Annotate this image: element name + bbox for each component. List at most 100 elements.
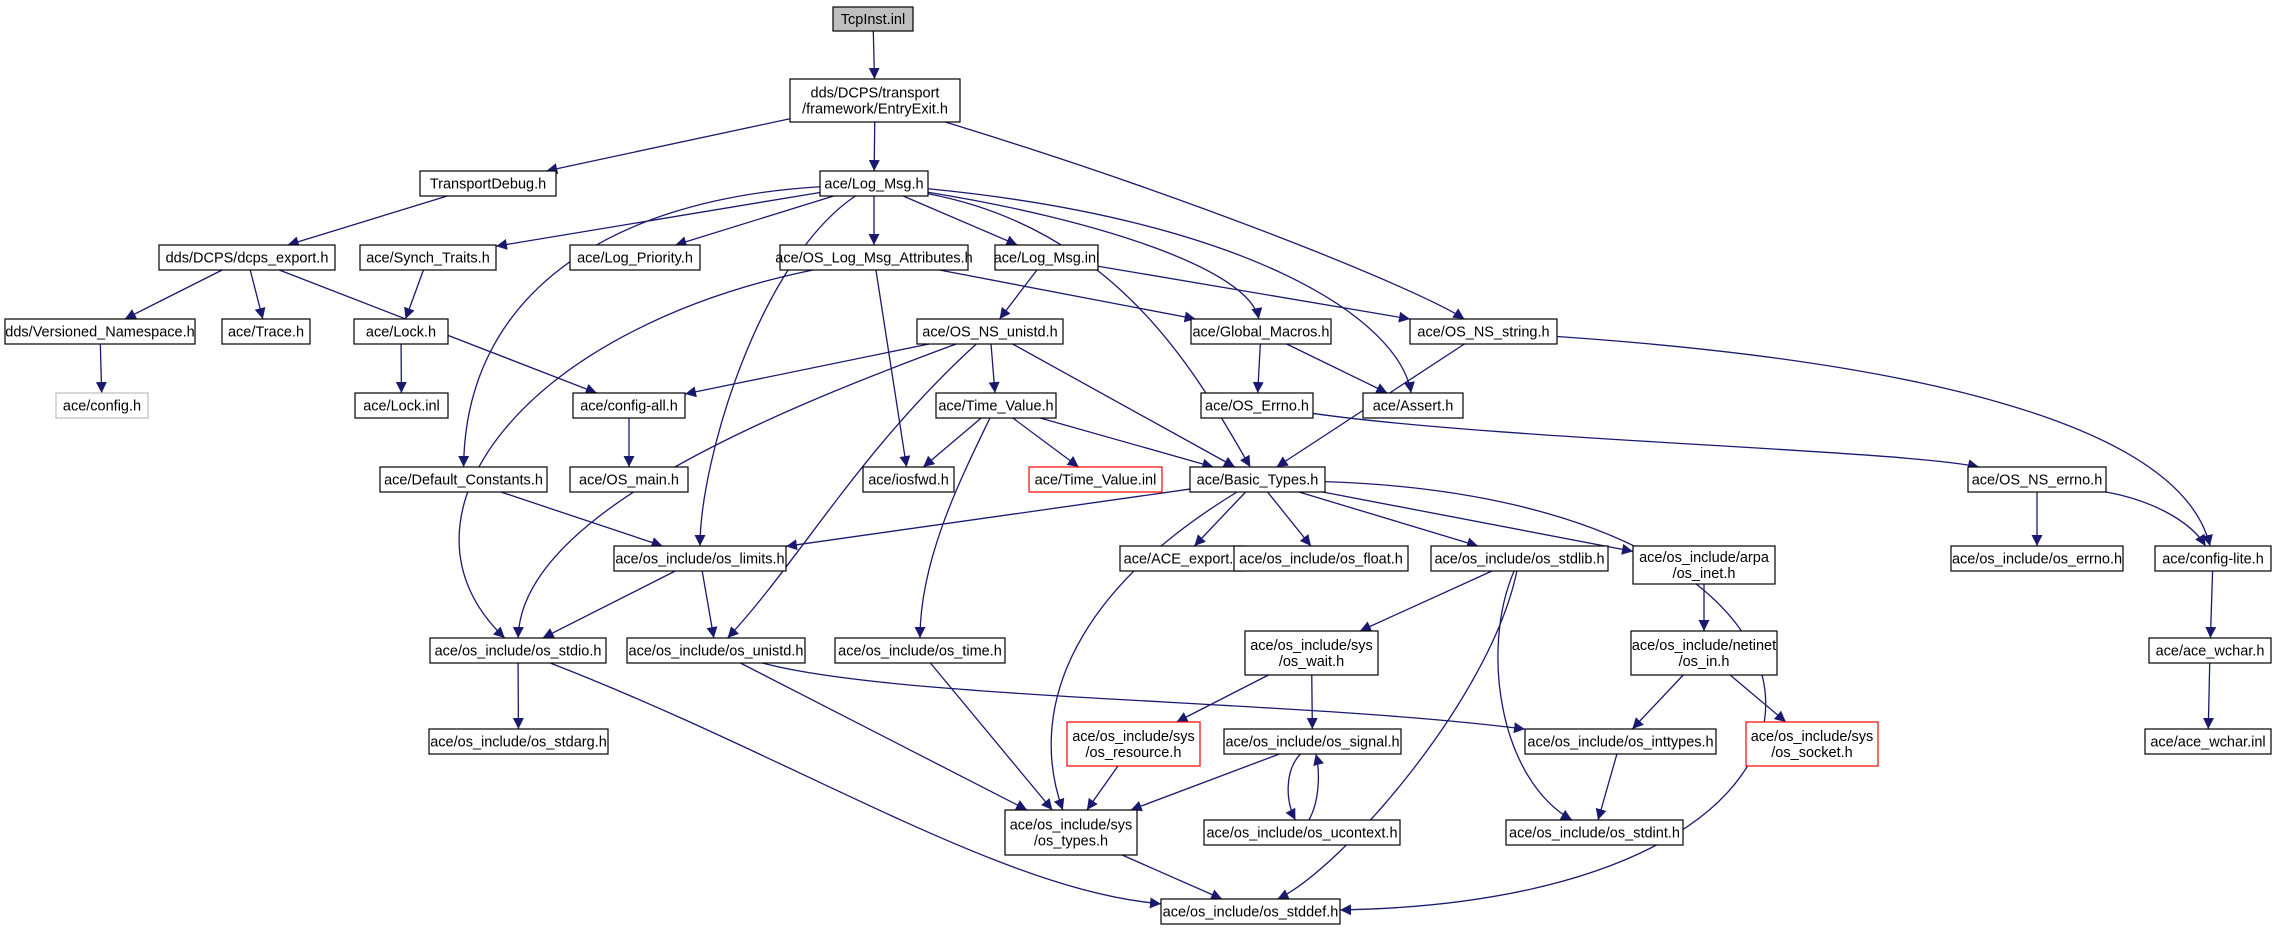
node-transportdebug[interactable]: TransportDebug.h [419,170,557,197]
node-os_main[interactable]: ace/OS_main.h [569,466,689,493]
edge-dcps_export-to-trace [249,269,266,320]
node-box [1119,545,1246,572]
node-os_signal[interactable]: ace/os_include/os_signal.h [1223,728,1402,755]
node-ace_export[interactable]: ace/ACE_export.h [1119,545,1246,572]
node-versioned_ns[interactable]: dds/Versioned_Namespace.h [4,318,196,345]
node-label: ace/os_include/sys [1010,818,1133,834]
node-os_include_errno[interactable]: ace/os_include/os_errno.h [1950,545,2124,572]
node-box [1203,819,1401,846]
edge-os_errno_h-to-os_ns_errno [1312,412,1980,471]
node-box [1244,630,1379,676]
node-box [1223,728,1402,755]
node-os_time[interactable]: ace/os_include/os_time.h [834,637,1006,664]
node-synch_traits[interactable]: ace/Synch_Traits.h [359,244,497,271]
edge-os_ns_string-to-config_lite [1556,335,2213,547]
node-sys_socket[interactable]: ace/os_include/sys/os_socket.h [1745,721,1879,767]
node-os_log_msg_attr[interactable]: ace/OS_Log_Msg_Attributes.h [775,244,973,271]
node-label: dds/Versioned_Namespace.h [5,325,194,341]
node-label: ace/Lock.inl [363,399,440,415]
node-box [569,244,701,271]
node-box [158,244,336,271]
edge-sys_wait-to-os_signal [1306,674,1318,730]
node-label: ace/ACE_export.h [1124,552,1242,568]
node-label: /os_socket.h [1771,745,1852,761]
node-ace_wchar_inl[interactable]: ace/ace_wchar.inl [2144,728,2272,755]
edge-log_msg_h-to-log_priority [675,195,834,248]
node-config_h[interactable]: ace/config.h [55,392,149,419]
edge-tcpinst-to-entryexit [868,30,880,80]
node-time_value_inl[interactable]: ace/Time_Value.inl [1028,466,1163,493]
edge-log_msg_h-to-default_constants [458,186,821,468]
node-label: ace/os_include/os_limits.h [615,552,784,568]
node-trace[interactable]: ace/Trace.h [221,318,311,345]
node-os_stdarg[interactable]: ace/os_include/os_stdarg.h [428,728,609,755]
node-label: ace/iosfwd.h [868,473,949,489]
node-lock_inl[interactable]: ace/Lock.inl [354,392,449,419]
node-os_ucontext[interactable]: ace/os_include/os_ucontext.h [1203,819,1401,846]
node-label: ace/os_include/sys [1250,638,1373,654]
edge-sys_resource-to-sys_types [1086,765,1119,811]
node-label: ace/os_include/os_float.h [1239,552,1403,568]
node-time_value_h[interactable]: ace/Time_Value.h [935,392,1057,419]
node-sys_wait[interactable]: ace/os_include/sys/os_wait.h [1244,630,1379,676]
edge-basic_types-to-os_stddef [1324,481,1767,916]
node-os_stdio[interactable]: ace/os_include/os_stdio.h [429,637,607,664]
node-global_macros[interactable]: ace/Global_Macros.h [1190,318,1332,345]
node-label: ace/Trace.h [228,325,304,341]
node-box [779,244,969,271]
edge-time_value_h-to-iosfwd [922,417,982,468]
node-box [789,78,961,123]
node-os_errno_h[interactable]: ace/OS_Errno.h [1200,392,1314,419]
node-sys_types[interactable]: ace/os_include/sys/os_types.h [1004,809,1138,856]
node-default_constants[interactable]: ace/Default_Constants.h [379,466,548,493]
node-basic_types[interactable]: ace/Basic_Types.h [1189,466,1326,493]
node-os_stdint[interactable]: ace/os_include/os_stdint.h [1505,819,1684,846]
node-config_all[interactable]: ace/config-all.h [572,392,686,419]
node-box [1630,630,1778,676]
node-iosfwd[interactable]: ace/iosfwd.h [862,466,955,493]
node-box [1066,721,1201,767]
node-os_ns_string[interactable]: ace/OS_NS_string.h [1409,318,1558,345]
node-box [221,318,311,345]
node-label: /os_types.h [1034,834,1108,850]
node-arpa_inet[interactable]: ace/os_include/arpa/os_inet.h [1632,545,1776,585]
node-os_limits[interactable]: ace/os_include/os_limits.h [613,545,787,572]
node-os_float[interactable]: ace/os_include/os_float.h [1233,545,1409,572]
node-tcpinst[interactable]: TcpInst.inl [832,6,914,32]
node-box [1967,466,2107,493]
node-os_stdlib[interactable]: ace/os_include/os_stdlib.h [1430,545,1609,572]
edge-os_ucontext-to-os_signal [1308,753,1324,821]
node-box [916,318,1064,345]
node-sys_resource[interactable]: ace/os_include/sys/os_resource.h [1066,721,1201,767]
node-box [1160,898,1341,925]
node-ace_wchar_h[interactable]: ace/ace_wchar.h [2148,637,2272,664]
edge-basic_types-to-os_float [1267,491,1312,547]
node-assert_h[interactable]: ace/Assert.h [1362,392,1464,419]
node-netinet_in[interactable]: ace/os_include/netinet/os_in.h [1630,630,1778,676]
node-log_priority[interactable]: ace/Log_Priority.h [569,244,701,271]
node-os_ns_errno[interactable]: ace/OS_NS_errno.h [1967,466,2107,493]
node-log_msg_h[interactable]: ace/Log_Msg.h [819,170,929,197]
node-log_msg_inl[interactable]: ace/Log_Msg.inl [994,244,1100,271]
node-lock_h[interactable]: ace/Lock.h [353,318,449,345]
node-label: ace/config-all.h [580,399,678,415]
nodes-layer: TcpInst.inl dds/DCPS/transport/framework/… [4,6,2272,925]
node-dcps_export[interactable]: dds/DCPS/dcps_export.h [158,244,336,271]
node-os_ns_unistd[interactable]: ace/OS_NS_unistd.h [916,318,1064,345]
node-label: ace/os_include/os_stdio.h [435,644,602,660]
edge-basic_types-to-sys_types [1050,491,1238,811]
node-entryexit[interactable]: dds/DCPS/transport/framework/EntryExit.h [789,78,961,123]
node-os_stddef[interactable]: ace/os_include/os_stddef.h [1160,898,1341,925]
edge-log_msg_h-to-os_limits [694,195,856,547]
node-config_lite[interactable]: ace/config-lite.h [2154,545,2272,572]
node-label: ace/Default_Constants.h [384,473,543,489]
node-box [4,318,196,345]
node-label: ace/os_include/os_stddef.h [1163,905,1339,921]
node-box [429,637,607,664]
node-os_inttypes[interactable]: ace/os_include/os_inttypes.h [1524,728,1717,755]
edge-os_limits-to-os_unistd [701,570,718,639]
edge-time_value_h-to-os_time [914,417,991,639]
node-os_unistd[interactable]: ace/os_include/os_unistd.h [626,637,806,664]
edge-basic_types-to-ace_export [1193,491,1247,547]
